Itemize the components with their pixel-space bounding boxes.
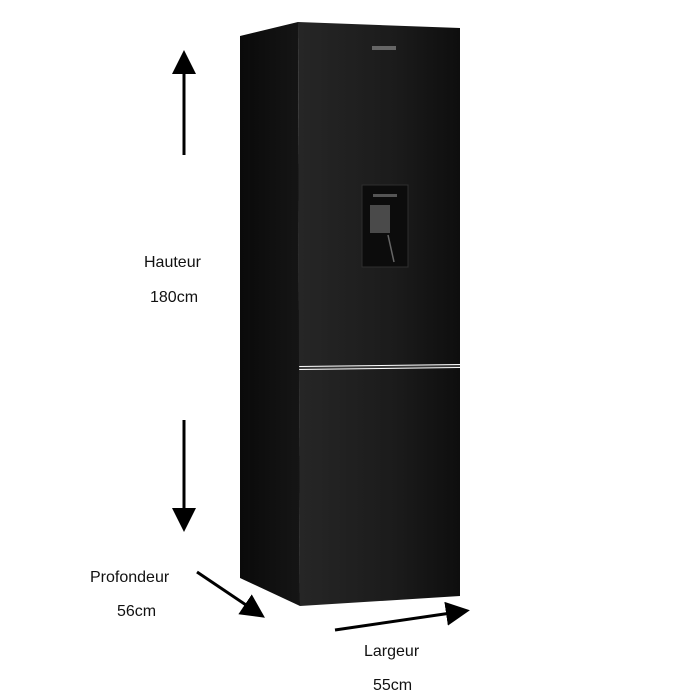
fridge — [240, 22, 461, 606]
arrow-right-icon — [334, 601, 470, 632]
width-value: 55cm — [373, 677, 413, 694]
height-label: Hauteur — [144, 254, 201, 271]
door-gap — [298, 365, 461, 369]
depth-value: 56cm — [117, 603, 157, 620]
depth-label: Profondeur — [90, 569, 170, 586]
arrow-diagonal-icon — [196, 570, 265, 618]
height-value: 180cm — [150, 289, 199, 306]
water-dispenser — [361, 184, 409, 268]
brand-logo — [372, 46, 396, 50]
fridge-side-panel — [240, 22, 300, 606]
fridge-bottom-door — [299, 368, 460, 606]
width-label: Largeur — [364, 643, 420, 660]
